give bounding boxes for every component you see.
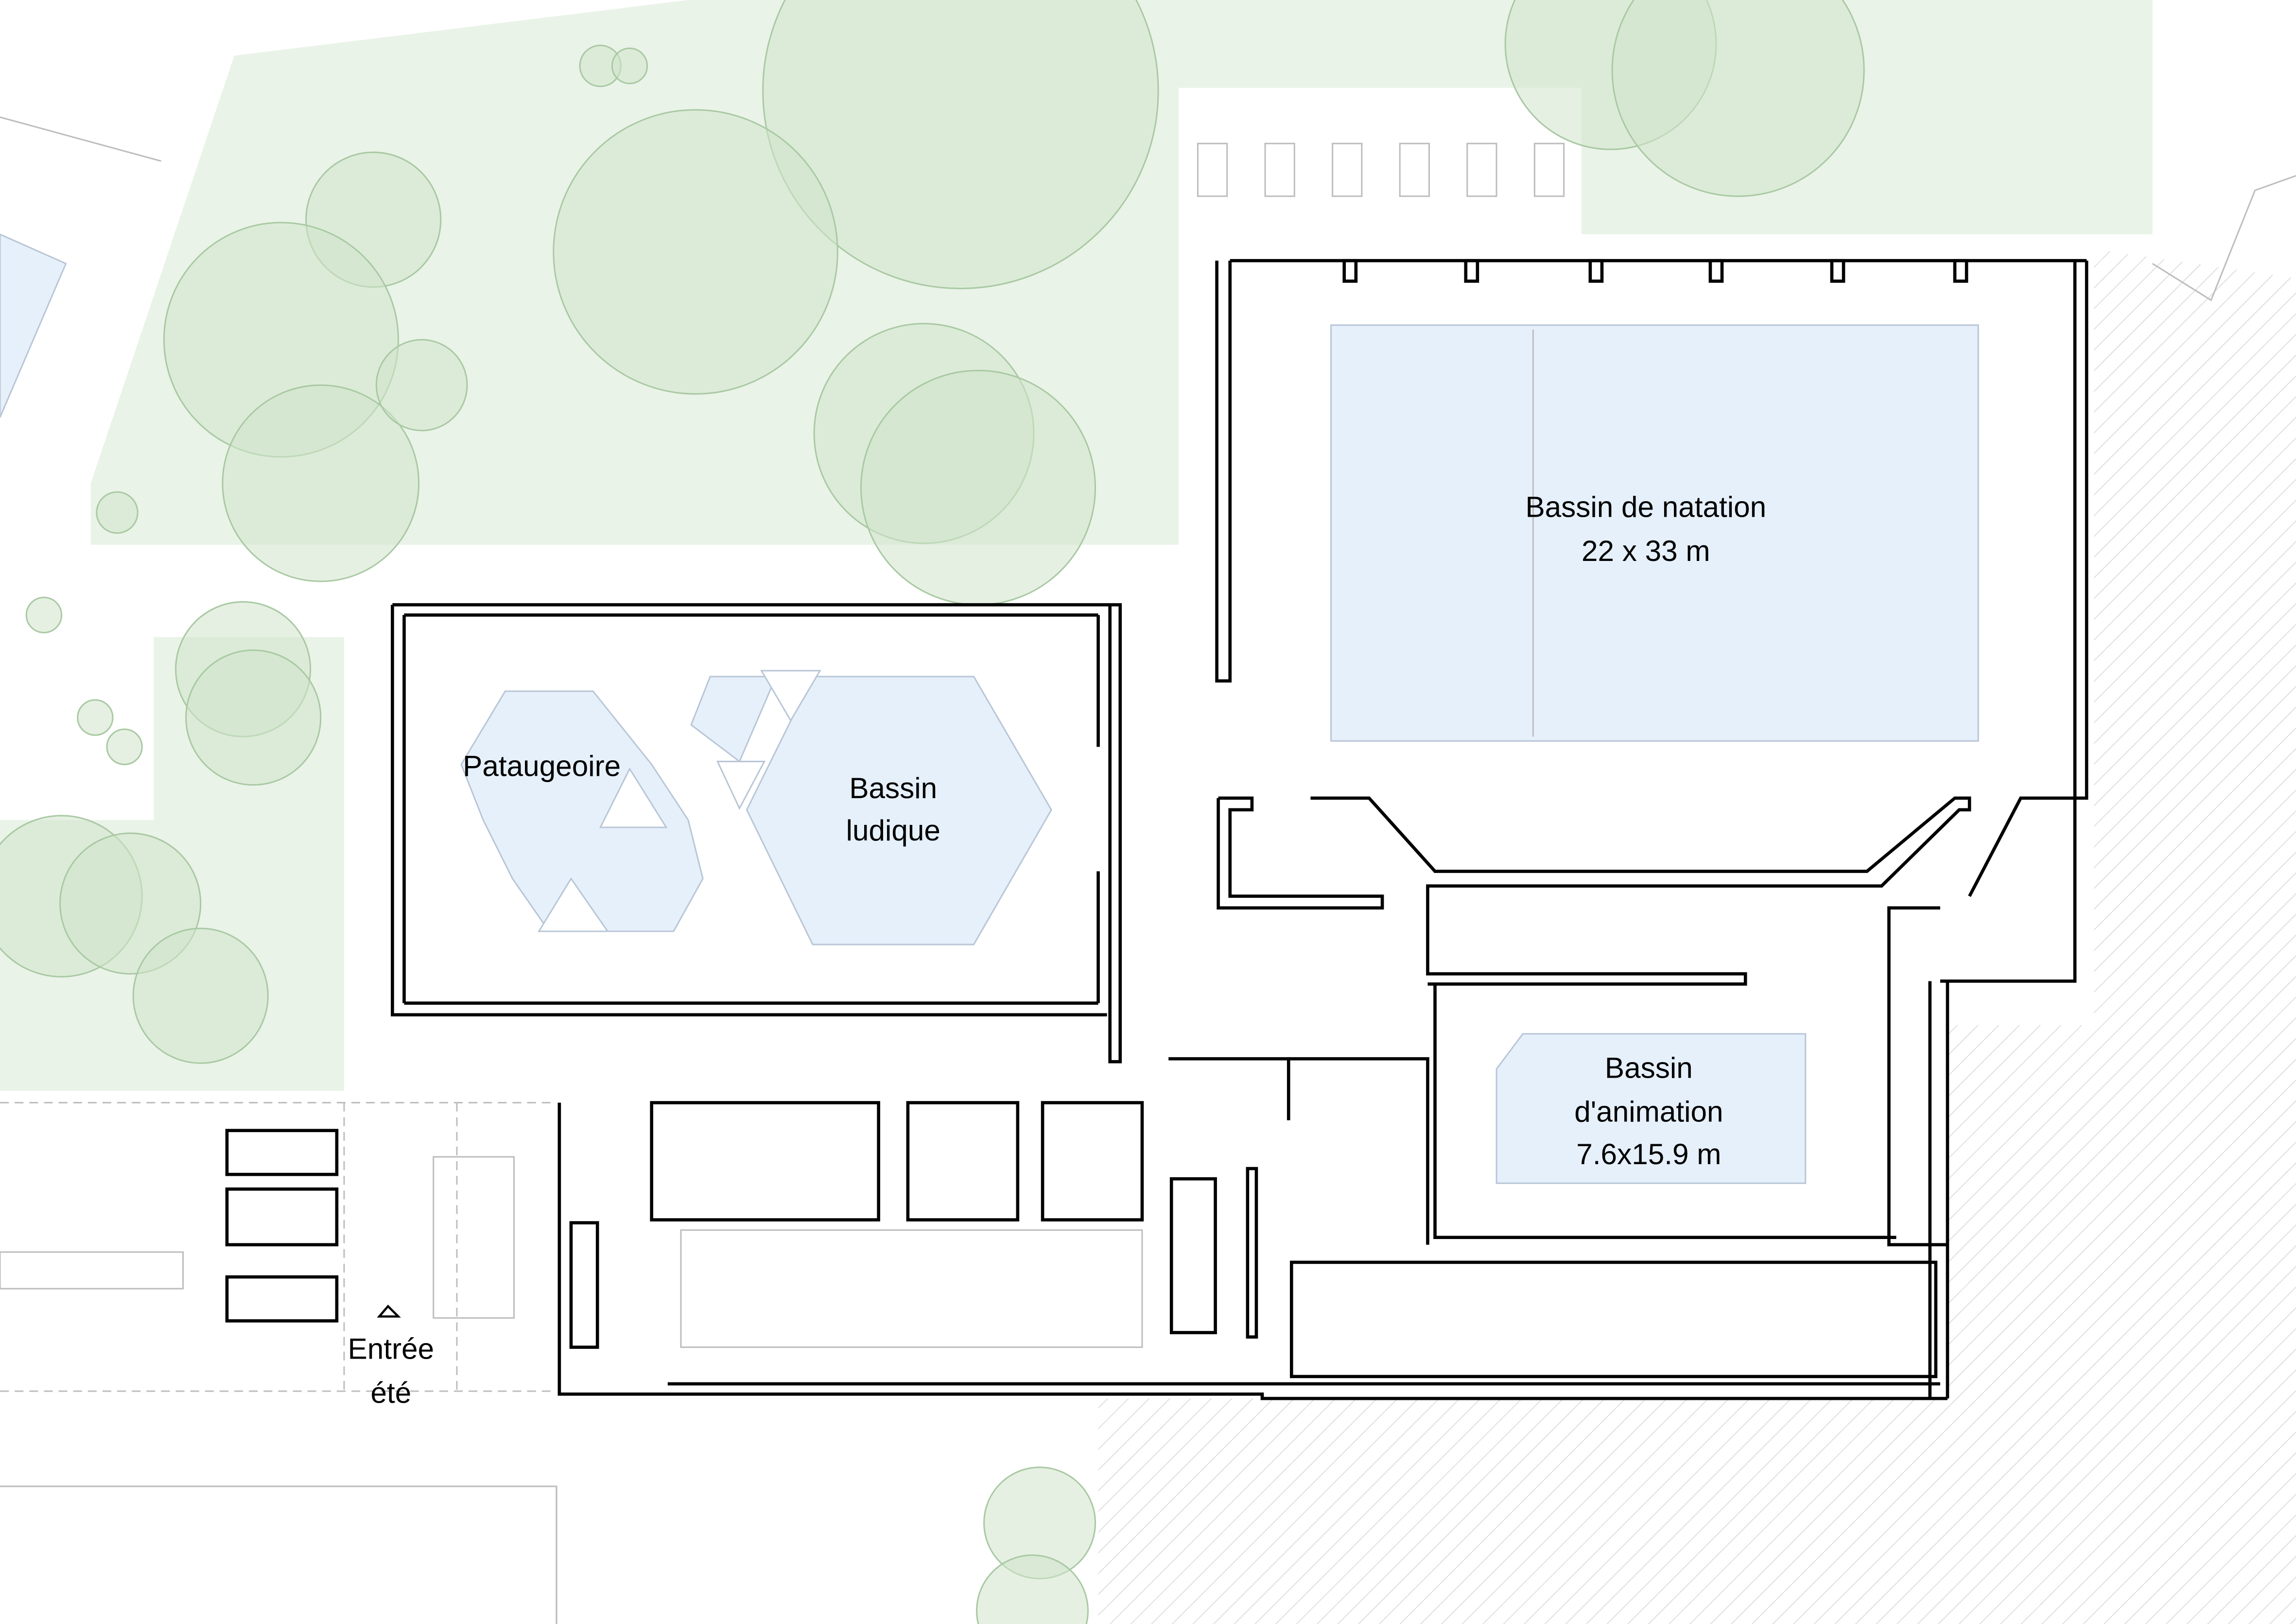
label-ludique-2: ludique bbox=[846, 814, 940, 847]
hall-animation bbox=[1433, 984, 1896, 1239]
entrance-triangle-icon bbox=[377, 1304, 401, 1318]
label-ete: été bbox=[371, 1376, 412, 1409]
parking bbox=[1197, 142, 1565, 197]
label-ludique-1: Bassin bbox=[849, 771, 937, 804]
label-natation-size: 22 x 33 m bbox=[1582, 534, 1710, 567]
label-pataugeoire: Pataugeoire bbox=[463, 750, 621, 783]
outdoor-pool-edge bbox=[0, 233, 67, 418]
label-animation-2: d'animation bbox=[1574, 1095, 1723, 1128]
label-entree: Entrée bbox=[348, 1332, 435, 1365]
hall-natation bbox=[1215, 259, 2088, 1399]
pool-natation bbox=[1330, 324, 1979, 742]
label-animation-size: 7.6x15.9 m bbox=[1576, 1137, 1721, 1170]
label-natation: Bassin de natation bbox=[1525, 490, 1766, 523]
pool-ludique bbox=[746, 676, 1052, 945]
hall-ludique bbox=[391, 603, 1122, 1064]
pool-animation bbox=[1496, 1033, 1807, 1184]
trees bbox=[0, 0, 1865, 1624]
service-block bbox=[0, 1057, 1948, 1400]
label-animation-1: Bassin bbox=[1605, 1051, 1693, 1084]
pool-pataugeoire bbox=[460, 690, 704, 932]
